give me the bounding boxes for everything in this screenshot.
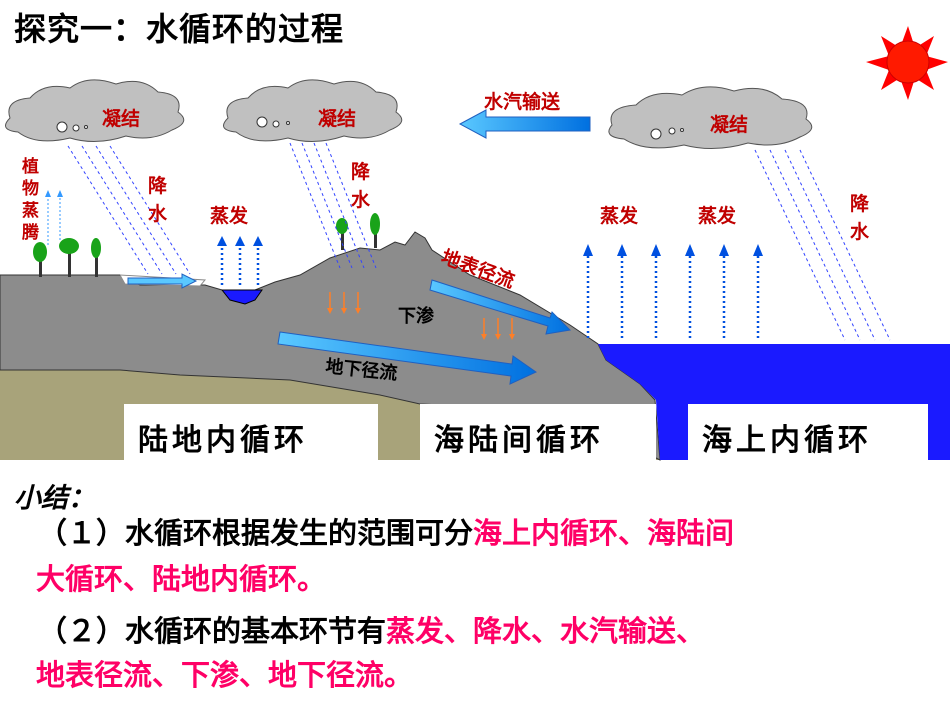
precipitation-label-2a: 降 xyxy=(351,160,371,183)
condense-label-1: 凝结 xyxy=(102,107,140,130)
cloud-icon xyxy=(5,79,185,142)
evaporation-arrows-lake xyxy=(217,236,263,285)
evaporation-label-ocean-2: 蒸发 xyxy=(698,204,737,227)
zone-ocean-label: 海上内循环 xyxy=(702,423,872,458)
tree-icon xyxy=(336,213,380,250)
page-title: 探究一：水循环的过程 xyxy=(14,10,345,48)
precipitation-label-3b: 水 xyxy=(850,221,870,243)
rain-lines xyxy=(67,142,891,341)
infiltration-arrows xyxy=(327,292,515,340)
zone-sea-land-label: 海陆间循环 xyxy=(434,423,604,458)
condense-label-3: 凝结 xyxy=(710,113,748,136)
plant-transpiration-char-4: 腾 xyxy=(22,222,40,243)
zone-box-land xyxy=(124,404,378,460)
zone-land-label: 陆地内循环 xyxy=(138,423,308,458)
surface-runoff-arrow xyxy=(429,279,572,335)
precipitation-label-3a: 降 xyxy=(850,192,870,215)
summary-p2-highlight: 蒸发、降水、水汽输送、 xyxy=(386,614,706,648)
condense-label-2: 凝结 xyxy=(318,107,356,130)
plant-transpiration-char-3: 蒸 xyxy=(22,201,39,221)
precipitation-label-1b: 水 xyxy=(148,203,168,225)
vapor-transport-label: 水汽输送 xyxy=(484,90,561,113)
plant-transpiration-char-2: 物 xyxy=(22,178,39,199)
groundwater-runoff-arrow xyxy=(277,331,538,385)
evaporation-label-lake: 蒸发 xyxy=(210,204,249,227)
evaporation-arrows-ocean xyxy=(583,244,763,338)
cloud-icon xyxy=(223,79,403,142)
water-cycle-diagram: 凝结 凝结 凝结 水汽输送 植 物 蒸 腾 降 水 降 水 降 水 蒸发 蒸发 … xyxy=(0,26,950,461)
cloud-icon xyxy=(608,86,813,150)
precipitation-label-2b: 水 xyxy=(351,189,371,211)
precipitation-label-1a: 降 xyxy=(148,174,168,197)
sun-icon xyxy=(866,26,948,100)
evaporation-label-ocean-1: 蒸发 xyxy=(600,204,639,227)
summary-p1-text: （１）水循环根据发生的范围可分 xyxy=(38,516,474,550)
transpiration-arrows xyxy=(45,190,63,245)
tree-icon xyxy=(33,238,101,277)
zone-box-ocean xyxy=(688,404,928,460)
summary-line-3: （２）水循环的基本环节有蒸发、降水、水汽输送、 xyxy=(38,608,705,650)
summary-p1-highlight: 海上内循环、海陆间 xyxy=(473,516,735,550)
infiltration-label: 下渗 xyxy=(398,305,435,327)
zone-box-sea-land xyxy=(420,404,656,460)
summary-heading: 小结： xyxy=(14,483,95,514)
summary-line-1: （１）水循环根据发生的范围可分海上内循环、海陆间 xyxy=(38,510,734,552)
plant-transpiration-char-1: 植 xyxy=(22,156,39,177)
lake xyxy=(220,289,263,305)
river-arrow xyxy=(127,273,198,289)
summary-p2-text: （２）水循环的基本环节有 xyxy=(38,614,387,648)
summary-line-4: 地表径流、下渗、地下径流。 xyxy=(36,658,414,692)
vapor-transport-arrow xyxy=(458,109,591,139)
summary-line-2: 大循环、陆地内循环。 xyxy=(36,562,327,596)
